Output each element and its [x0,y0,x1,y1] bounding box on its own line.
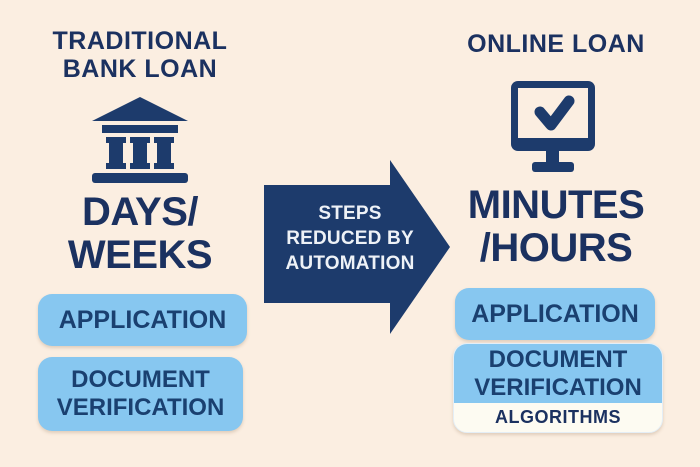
arrow-label-line: AUTOMATION [285,253,415,275]
left-document-verification-badge: DOCUMENT VERIFICATION [38,357,243,431]
arrow-label: STEPS REDUCED BY AUTOMATION [272,201,428,276]
right-application-badge: APPLICATION [455,288,655,340]
badge-label: DOCUMENT VERIFICATION [56,366,225,421]
badge-label: DOCUMENT VERIFICATION [454,344,662,403]
right-duration-text: MINUTES /HOURS [420,183,692,271]
monitor-check-icon [502,77,603,173]
bank-icon [92,97,188,183]
title-line: BANK LOAN [62,55,218,84]
duration-line: /HOURS [479,226,633,271]
duration-line: MINUTES [467,183,645,227]
arrow-label-line: STEPS [318,203,382,224]
badge-label: APPLICATION [471,299,639,328]
sub-badge-label: ALGORITHMS [495,407,621,427]
left-duration-text: DAYS/ WEEKS [0,190,280,278]
duration-line: WEEKS [67,233,213,278]
online-loan-title: ONLINE LOAN [420,30,692,58]
badge-label-text: DOCUMENT VERIFICATION [474,345,642,401]
arrow-right-icon [264,160,450,334]
title-line: TRADITIONAL [52,27,228,55]
badge-label: APPLICATION [58,305,227,334]
title-line: ONLINE LOAN [467,30,645,58]
duration-line: DAYS/ [81,190,199,234]
traditional-bank-loan-title: TRADITIONAL BANK LOAN [0,27,280,84]
left-application-badge: APPLICATION [38,294,247,346]
right-document-verification-badge: DOCUMENT VERIFICATION ALGORITHMS [453,343,663,433]
algorithms-sub-badge: ALGORITHMS [454,403,662,432]
arrow-label-line: REDUCED BY [286,228,414,250]
